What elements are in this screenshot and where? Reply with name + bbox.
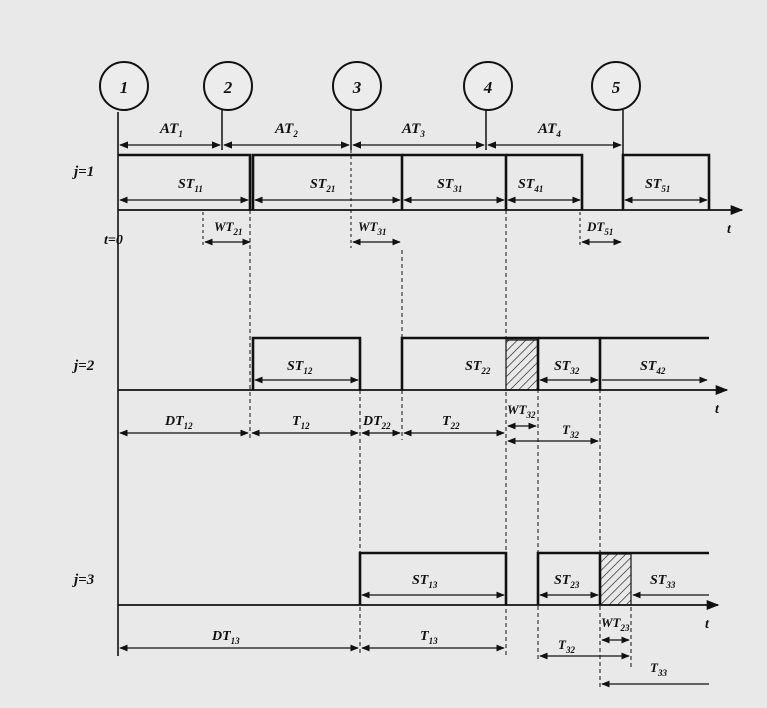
stage-3-axis-label: t: [705, 617, 710, 632]
arrival-label-3: AT3: [401, 121, 425, 139]
stage-2-interval-1: DT12: [164, 414, 193, 431]
stage-2-block-4: ST42: [640, 359, 666, 376]
stage-2-interval-6: T32: [562, 422, 579, 440]
arrival-label-4: AT4: [537, 121, 561, 139]
stage-1-interval-3: DT51: [586, 219, 613, 237]
stage-1-block-5: ST51: [645, 177, 670, 194]
event-5: 5: [591, 61, 641, 155]
stage-1-block-3: ST31: [437, 177, 462, 194]
event-3-number: 3: [352, 78, 362, 97]
stage-1-interval-1: WT21: [214, 219, 243, 237]
stage-1: j=1 t ST11 ST21 ST31 ST41 ST51 WT21 WT31…: [72, 150, 744, 248]
stage-3-block-3: ST33: [650, 573, 676, 590]
event-4: 4: [463, 61, 513, 150]
stage-3-interval-1: DT13: [211, 629, 240, 646]
stage-2-interval-2: T12: [292, 414, 310, 431]
time-origin-label: t=0: [104, 233, 123, 248]
stage-2: j=2 t ST12 ST22 ST32 ST42 DT12 T12 DT22 …: [72, 336, 729, 445]
stage-1-label: j=1: [72, 164, 94, 180]
event-3: 3: [332, 61, 382, 150]
stage-2-axis-label: t: [715, 402, 720, 417]
stage-1-axis-label: t: [727, 222, 732, 237]
stage-3-wait-hatch: [599, 553, 632, 606]
stage-3-interval-5: T33: [650, 660, 667, 678]
event-1: 1: [99, 61, 149, 111]
event-1-number: 1: [120, 78, 129, 97]
stage-2-block-1: ST12: [287, 359, 313, 376]
stage-2-block-3: ST32: [554, 359, 580, 376]
event-2: 2: [203, 61, 253, 150]
stage-2-block-2: ST22: [465, 359, 491, 376]
event-2-number: 2: [223, 78, 233, 97]
arrival-label-2: AT2: [274, 121, 298, 139]
stage-2-interval-3: DT22: [362, 414, 391, 431]
stage-3-interval-2: T13: [420, 629, 438, 646]
stage-3-label: j=3: [72, 572, 95, 588]
event-circles: 1 2 3 4 5: [99, 61, 641, 155]
stage-2-interval-4: T22: [442, 414, 460, 431]
stage-3-interval-4: WT23: [601, 615, 630, 633]
stage-2-interval-5: WT32: [507, 402, 536, 420]
stage-3-block-1: ST13: [412, 573, 438, 590]
stage-1-block-1: ST11: [178, 177, 203, 194]
stage-2-wait-hatch: [505, 339, 539, 391]
stage-1-block-4: ST41: [518, 177, 543, 194]
stage-3: j=3 t ST13 ST23 ST33 DT13 T13 T32 WT23 T…: [72, 551, 720, 688]
arrival-label-1: AT1: [159, 121, 183, 139]
guide-lines: [249, 210, 632, 690]
stage-3-block-2: ST23: [554, 573, 580, 590]
stage-2-label: j=2: [72, 358, 95, 374]
stage-1-interval-2: WT31: [358, 219, 387, 237]
arrival-intervals: AT1 AT2 AT3 AT4: [119, 121, 622, 149]
stage-3-interval-3: T32: [558, 637, 575, 655]
event-4-number: 4: [483, 78, 493, 97]
event-5-number: 5: [612, 78, 621, 97]
stage-1-block-2: ST21: [310, 177, 335, 194]
